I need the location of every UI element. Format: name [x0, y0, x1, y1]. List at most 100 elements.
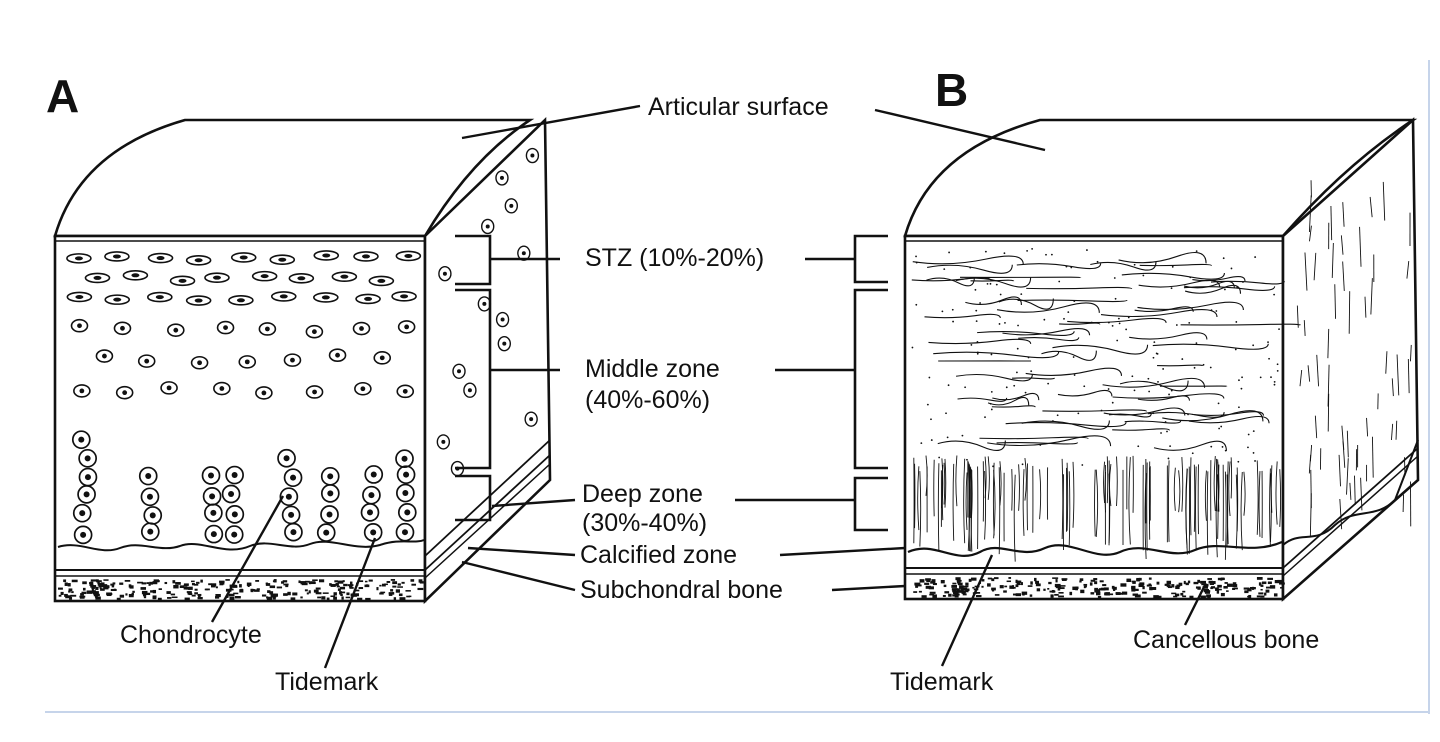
bone-speck — [1101, 588, 1106, 591]
matrix-dot — [1108, 322, 1110, 324]
matrix-dot — [1241, 388, 1243, 390]
bone-speck — [1090, 582, 1093, 585]
bone-speck — [172, 580, 175, 583]
bone-speck — [229, 597, 234, 600]
matrix-dot — [976, 320, 978, 322]
bone-speck — [125, 593, 127, 595]
bone-speck — [1090, 592, 1094, 594]
matrix-dot — [1247, 446, 1249, 448]
bone-speck — [68, 591, 71, 593]
bone-speck — [379, 593, 384, 595]
leader-subchondral-b — [832, 586, 905, 590]
bone-speck — [967, 588, 969, 591]
bone-speck — [167, 597, 171, 599]
matrix-dot — [1043, 319, 1045, 321]
matrix-dot — [1112, 325, 1114, 327]
bone-speck — [1142, 592, 1147, 594]
matrix-dot — [975, 289, 977, 291]
bone-speck — [109, 593, 112, 595]
matrix-dot — [1074, 374, 1076, 376]
matrix-dot — [1222, 446, 1224, 448]
bone-speck — [1180, 593, 1183, 596]
bone-speck — [1054, 594, 1058, 596]
bone-speck — [379, 585, 381, 587]
bone-speck — [1094, 589, 1100, 592]
bone-speck — [340, 592, 345, 594]
bone-speck — [172, 597, 178, 599]
label-middle-zone: Middle zone — [585, 355, 720, 383]
bone-speck — [1258, 592, 1263, 594]
bone-speck — [943, 595, 946, 597]
matrix-dot — [1157, 381, 1159, 383]
bone-speck — [266, 583, 268, 585]
bone-speck — [1035, 581, 1039, 584]
bone-speck — [91, 579, 97, 581]
matrix-dot — [1134, 264, 1136, 266]
bone-speck — [971, 578, 977, 581]
matrix-dot — [927, 404, 929, 406]
matrix-dot — [1274, 381, 1276, 383]
bone-speck — [195, 589, 198, 591]
matrix-dot — [1058, 281, 1060, 283]
matrix-dot — [915, 256, 917, 258]
bone-speck — [1184, 581, 1186, 584]
bone-speck — [1221, 593, 1225, 596]
matrix-dot — [1045, 254, 1047, 256]
bone-speck — [1261, 589, 1263, 591]
bone-speck — [1233, 584, 1238, 587]
bone-speck — [392, 592, 394, 594]
bone-speck — [317, 597, 321, 599]
bone-speck — [137, 582, 143, 584]
bone-speck — [926, 580, 930, 583]
matrix-dot — [1194, 367, 1196, 369]
bone-speck — [119, 583, 123, 585]
bone-speck — [1147, 585, 1152, 587]
bone-speck — [994, 577, 999, 579]
matrix-dot — [1188, 322, 1190, 324]
bone-speck — [933, 583, 937, 585]
bone-speck — [1217, 585, 1222, 588]
bone-speck — [389, 593, 393, 596]
matrix-dot — [1168, 458, 1170, 460]
matrix-dot — [1253, 452, 1255, 454]
matrix-dot — [912, 347, 914, 349]
bone-speck — [1003, 590, 1007, 592]
bone-speck — [1186, 583, 1189, 586]
bone-speck — [1047, 588, 1049, 590]
bone-speck — [1274, 593, 1278, 596]
bone-speck — [359, 587, 363, 589]
bone-speck — [70, 595, 76, 597]
matrix-dot — [1097, 261, 1099, 263]
matrix-dot — [1253, 430, 1255, 432]
bone-speck — [399, 594, 403, 597]
bone-speck — [397, 586, 403, 588]
bone-speck — [298, 580, 300, 583]
matrix-dot — [1025, 392, 1027, 394]
matrix-dot — [1241, 376, 1243, 378]
bone-speck — [387, 581, 391, 583]
bone-speck — [1008, 577, 1011, 579]
bone-speck — [919, 591, 922, 593]
bone-speck — [1211, 586, 1215, 588]
matrix-dot — [1114, 277, 1116, 279]
bone-speck — [305, 589, 308, 591]
matrix-dot — [975, 310, 977, 312]
matrix-dot — [1162, 368, 1164, 370]
bone-speck — [346, 597, 351, 599]
bone-speck — [1189, 596, 1193, 599]
bone-speck — [273, 597, 276, 599]
matrix-dot — [979, 302, 981, 304]
bone-speck — [1050, 594, 1053, 597]
bone-speck — [1016, 593, 1021, 596]
matrix-dot — [938, 457, 940, 459]
bone-speck — [1094, 581, 1097, 584]
bone-speck — [198, 597, 203, 599]
matrix-dot — [1168, 394, 1170, 396]
matrix-dot — [1022, 463, 1024, 465]
bone-speck — [981, 586, 983, 588]
matrix-dot — [1016, 372, 1018, 374]
bone-speck — [208, 583, 211, 585]
matrix-dot — [991, 391, 993, 393]
bone-speck — [394, 597, 396, 600]
bone-speck — [165, 582, 168, 584]
